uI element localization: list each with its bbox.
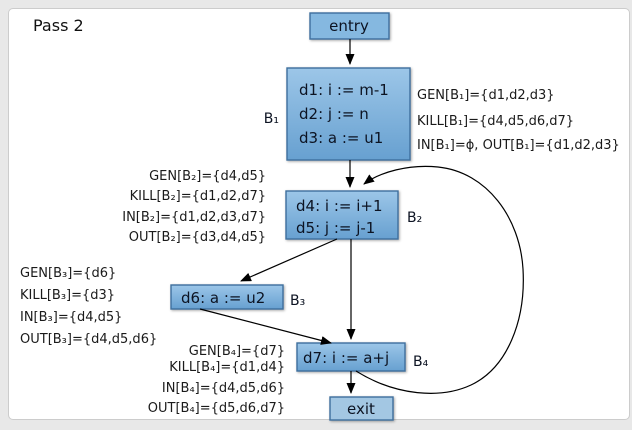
page-title: Pass 2 <box>33 16 84 35</box>
b3-in-set: IN[B₃]={d4,d5} <box>20 310 122 325</box>
b1-gen-set: GEN[B₁]={d1,d2,d3} <box>417 88 555 103</box>
b2-stmt-d5: d5: j := j-1 <box>296 219 375 237</box>
edge-b3-to-b4 <box>199 308 332 345</box>
b4-in-set: IN[B₄]={d4,d5,d6} <box>162 381 285 396</box>
b3-out-set: OUT[B₃]={d4,d5,d6} <box>20 332 157 347</box>
b3-stmt-d6: d6: a := u2 <box>181 289 265 307</box>
edge-b2-to-b3 <box>240 238 338 282</box>
b1-kill-set: KILL[B₁]={d4,d5,d6,d7} <box>417 114 574 129</box>
node-b3: d6: a := u2 B₃ <box>170 284 305 310</box>
b4-out-set: OUT[B₄]={d5,d6,d7} <box>148 401 285 416</box>
b3-box <box>170 284 284 310</box>
b2-out-set: OUT[B₂]={d3,d4,d5} <box>129 230 266 245</box>
b1-in-out-set: IN[B₁]=ϕ, OUT[B₁]={d1,d2,d3} <box>417 138 620 153</box>
b2-block-label: B₂ <box>407 210 422 226</box>
b2-box <box>285 190 399 240</box>
node-b4: d7: i := a+j B₄ <box>296 342 429 372</box>
exit-label: exit <box>347 400 375 418</box>
b3-annotations: GEN[B₃]={d6} KILL[B₃]={d3} IN[B₃]={d4,d5… <box>20 266 157 347</box>
b2-stmt-d4: d4: i := i+1 <box>296 197 383 215</box>
b4-block-label: B₄ <box>413 354 429 370</box>
b4-kill-set: KILL[B₄]={d1,d4} <box>169 360 285 375</box>
b3-block-label: B₃ <box>290 293 305 309</box>
edge-b4-to-b2-loop <box>355 165 524 394</box>
b1-stmt-d1: d1: i := m-1 <box>299 81 389 99</box>
b2-in-set: IN[B₂]={d1,d2,d3,d7} <box>122 210 266 225</box>
b3-gen-set: GEN[B₃]={d6} <box>20 266 116 281</box>
b1-annotations: GEN[B₁]={d1,d2,d3} KILL[B₁]={d4,d5,d6,d7… <box>417 88 620 153</box>
b1-stmt-d2: d2: j := n <box>299 105 369 123</box>
exit-box <box>329 396 394 421</box>
b4-box <box>296 342 406 372</box>
entry-label: entry <box>329 17 369 35</box>
b1-block-label: B₁ <box>264 111 279 127</box>
b2-gen-set: GEN[B₂]={d4,d5} <box>149 169 266 184</box>
b2-kill-set: KILL[B₂]={d1,d2,d7} <box>130 189 266 204</box>
node-entry: entry <box>309 12 390 40</box>
node-b1: d1: i := m-1 d2: j := n d3: a := u1 B₁ <box>264 67 411 161</box>
b3-kill-set: KILL[B₃]={d3} <box>20 288 115 303</box>
b2-annotations: GEN[B₂]={d4,d5} KILL[B₂]={d1,d2,d7} IN[B… <box>122 169 266 245</box>
node-exit: exit <box>329 396 394 421</box>
b4-gen-set: GEN[B₄]={d7} <box>189 344 285 359</box>
b1-box <box>286 67 411 161</box>
node-b2: d4: i := i+1 d5: j := j-1 B₂ <box>285 190 422 240</box>
b4-stmt-d7: d7: i := a+j <box>303 349 389 367</box>
b1-stmt-d3: d3: a := u1 <box>299 129 383 147</box>
b4-annotations: GEN[B₄]={d7} KILL[B₄]={d1,d4} IN[B₄]={d4… <box>148 344 285 416</box>
